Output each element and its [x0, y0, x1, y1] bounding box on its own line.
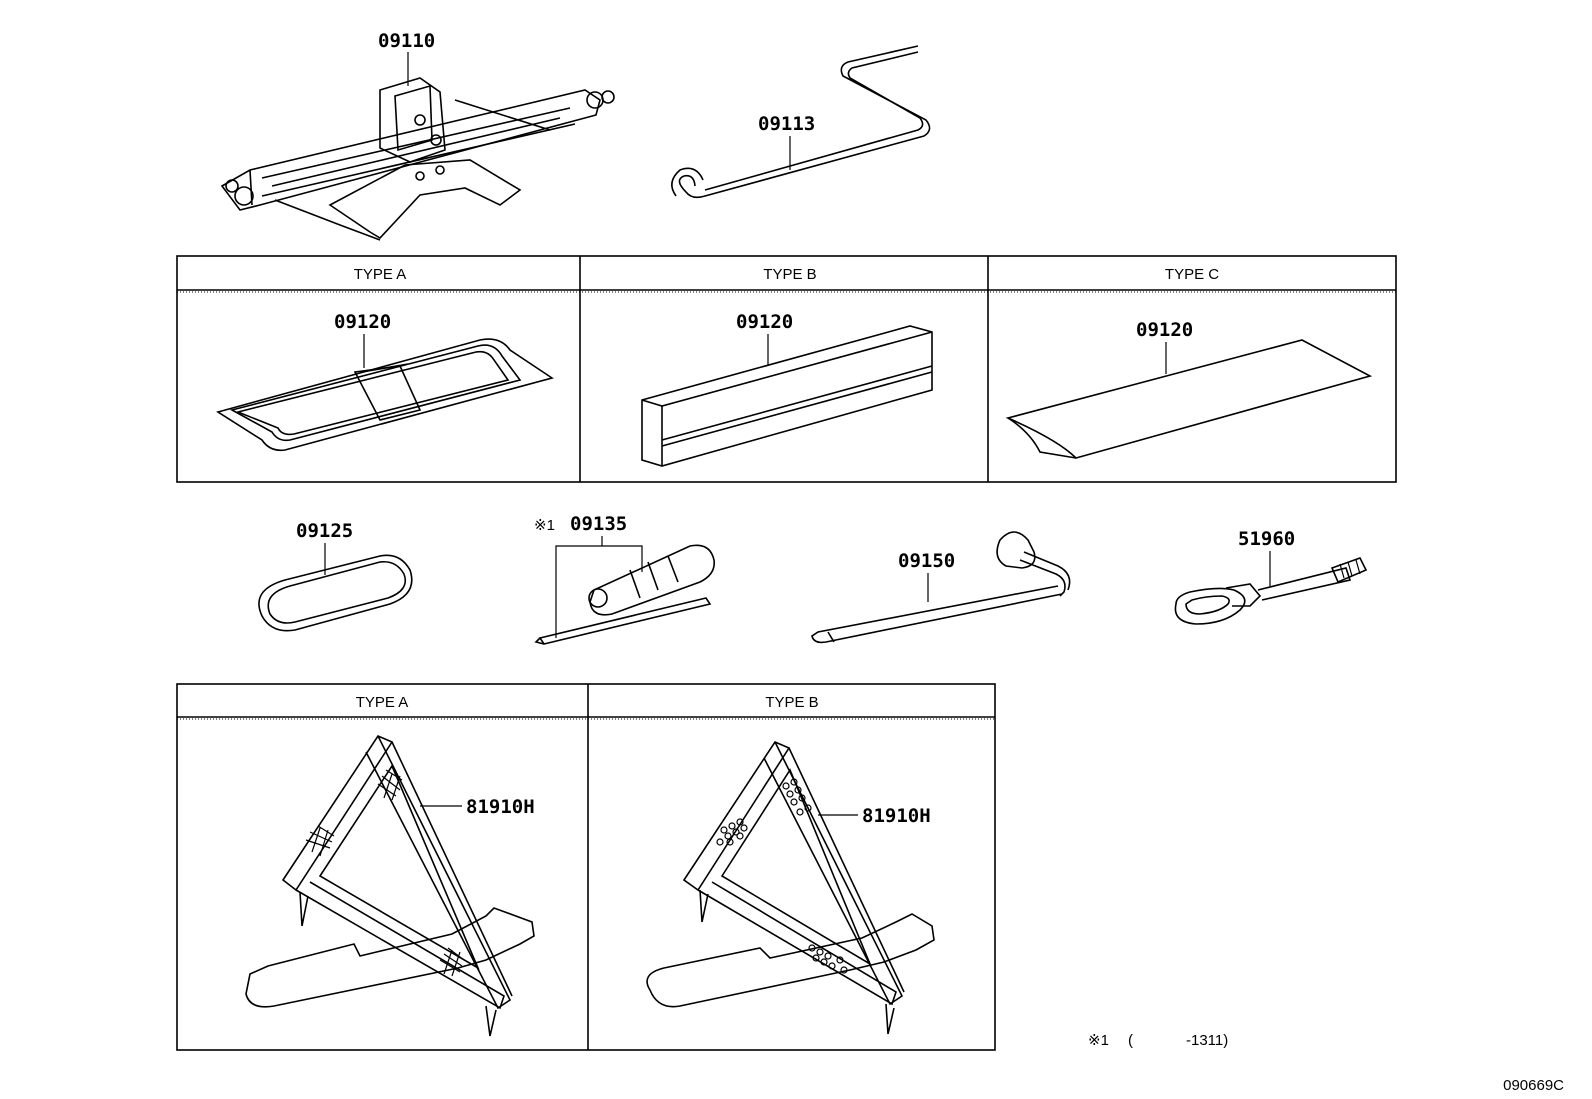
band-illustration: 09125 — [258, 520, 413, 632]
warning-triangle-type-a-illustration: 81910H — [245, 735, 535, 1037]
warning-triangle-type-b-illustration: 81910H — [646, 741, 935, 1035]
part-number-jack-handle[interactable]: 09113 — [758, 113, 815, 135]
part-number-triangle-b[interactable]: 81910H — [862, 805, 931, 827]
warning-triangle-panels: TYPE A TYPE B 81910H 81910H — [176, 683, 996, 1051]
part-number-tool-bag-a[interactable]: 09120 — [334, 311, 391, 333]
part-number-towing-eye[interactable]: 51960 — [1238, 528, 1295, 550]
footnote: ※1 ( -1311) — [1088, 1032, 1228, 1049]
part-number-jack[interactable]: 09110 — [378, 30, 435, 52]
part-number-screwdriver[interactable]: 09135 — [570, 513, 627, 535]
part-number-tool-bag-b[interactable]: 09120 — [736, 311, 793, 333]
diagram-code: 090669C — [1503, 1077, 1564, 1094]
screwdriver-illustration: ※1 09135 — [534, 513, 716, 645]
part-number-triangle-a[interactable]: 81910H — [466, 796, 535, 818]
panel-header-bag-type-c: TYPE C — [1165, 266, 1219, 283]
footnote-range: -1311) — [1186, 1032, 1228, 1049]
reflector-pattern-icon — [716, 778, 848, 974]
part-number-band[interactable]: 09125 — [296, 520, 353, 542]
screwdriver-footnote-ref: ※1 — [534, 517, 555, 534]
wheel-wrench-illustration: 09150 — [811, 531, 1071, 644]
part-number-tool-bag-c[interactable]: 09120 — [1136, 319, 1193, 341]
scissor-jack-illustration: 09110 — [220, 30, 615, 241]
footnote-mark: ※1 — [1088, 1032, 1109, 1049]
footnote-open-paren: ( — [1128, 1032, 1133, 1049]
panel-header-tri-type-a: TYPE A — [356, 694, 409, 711]
panel-header-bag-type-a: TYPE A — [354, 266, 407, 283]
tool-bag-type-a-illustration: 09120 — [216, 311, 554, 452]
part-number-wheel-wrench[interactable]: 09150 — [898, 550, 955, 572]
panel-header-bag-type-b: TYPE B — [763, 266, 816, 283]
tool-bag-panels: TYPE A TYPE B TYPE C 09120 09120 09120 — [176, 255, 1397, 483]
jack-handle-illustration: 09113 — [671, 45, 931, 199]
tool-bag-type-c-illustration: 09120 — [1005, 319, 1373, 459]
tool-bag-type-b-illustration: 09120 — [641, 311, 933, 467]
panel-header-tri-type-b: TYPE B — [765, 694, 818, 711]
towing-eye-illustration: 51960 — [1174, 528, 1368, 625]
